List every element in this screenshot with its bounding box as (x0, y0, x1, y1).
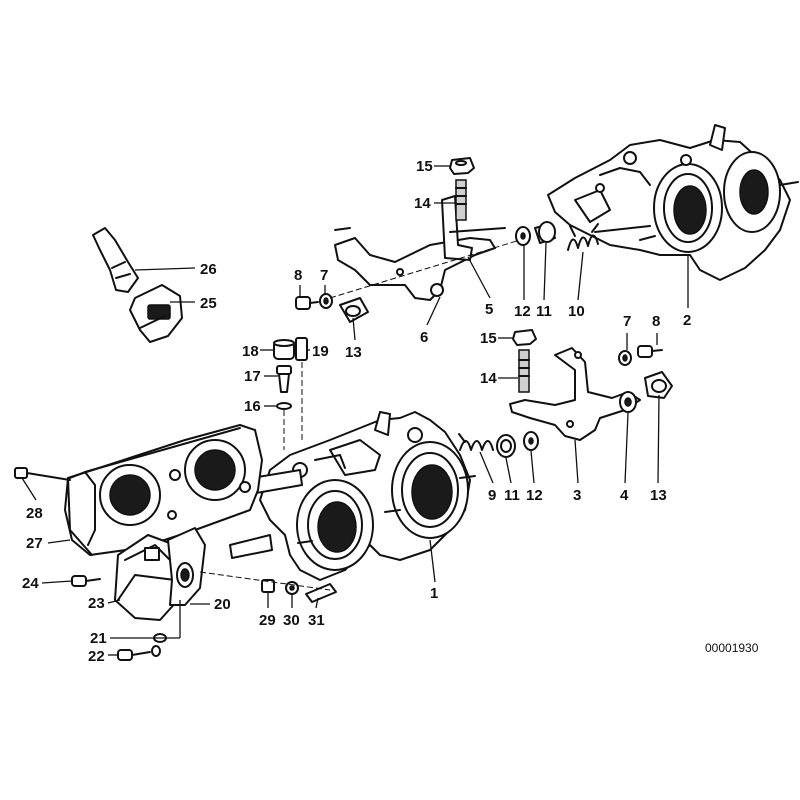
callout-4: 4 (620, 487, 629, 504)
diagram-code: 00001930 (705, 641, 759, 655)
callout-11: 11 (504, 487, 520, 504)
nut-lower[interactable] (512, 329, 537, 346)
screw-upper[interactable] (295, 296, 319, 310)
intermediate-flange[interactable] (64, 424, 263, 556)
bushing-11-lower[interactable] (496, 434, 516, 458)
bushing-11-upper[interactable] (534, 221, 556, 244)
callout-27: 27 (26, 535, 43, 552)
callout-15: 15 (416, 158, 433, 175)
screw-22[interactable] (117, 645, 161, 661)
callout-28: 28 (26, 505, 43, 522)
callout-21: 21 (90, 630, 107, 647)
callout-14: 14 (414, 195, 431, 212)
washer-upper-left[interactable] (319, 293, 333, 309)
stud-lower[interactable] (518, 349, 530, 393)
callout-3: 3 (573, 487, 581, 504)
bushing-13-lower[interactable] (644, 371, 673, 399)
callout-26: 26 (200, 261, 217, 278)
callout-25: 25 (200, 295, 217, 312)
callout-17: 17 (244, 368, 261, 385)
callout-labels: 15 14 26 25 8 7 6 5 13 12 11 10 2 15 7 8… (22, 158, 691, 665)
callout-8: 8 (652, 313, 660, 330)
callout-12: 12 (514, 303, 531, 320)
throttle-housing-main[interactable] (229, 411, 476, 581)
mounting-plate-20[interactable] (167, 527, 206, 606)
callout-1: 1 (430, 585, 438, 602)
callout-5: 5 (485, 301, 493, 318)
callout-2: 2 (683, 312, 691, 329)
plug-connector[interactable] (129, 284, 183, 343)
washer-30[interactable] (285, 581, 299, 595)
callout-30: 30 (283, 612, 300, 629)
cap-18[interactable] (273, 339, 295, 360)
screw-lower[interactable] (637, 345, 663, 358)
callout-14: 14 (480, 370, 497, 387)
leader-lines (21, 165, 689, 656)
washer-lower-right[interactable] (618, 350, 632, 366)
callout-6: 6 (420, 329, 428, 346)
stud-upper[interactable] (455, 179, 467, 221)
nut-upper[interactable] (449, 157, 475, 175)
callout-16: 16 (244, 398, 261, 415)
callout-7: 7 (320, 267, 328, 284)
bolt-28[interactable] (14, 467, 71, 481)
callout-24: 24 (22, 575, 39, 592)
spring-9-lower[interactable] (458, 433, 494, 451)
callout-11: 11 (536, 303, 552, 320)
callout-13: 13 (345, 344, 362, 361)
throttle-body-upper[interactable] (547, 124, 799, 281)
screw-31[interactable] (305, 583, 337, 603)
callout-9: 9 (488, 487, 496, 504)
callout-15: 15 (480, 330, 497, 347)
callout-22: 22 (88, 648, 105, 665)
callout-13: 13 (650, 487, 667, 504)
spring-10-upper[interactable] (567, 223, 599, 251)
callout-19: 19 (312, 343, 329, 360)
callout-12: 12 (526, 487, 543, 504)
adjusting-screw-17[interactable] (276, 365, 292, 393)
callout-10: 10 (568, 303, 585, 320)
screw-24[interactable] (71, 575, 101, 587)
callout-8: 8 (294, 267, 302, 284)
bushing-upper-13[interactable] (339, 297, 369, 323)
o-ring-16[interactable] (276, 402, 292, 410)
throttle-lever-lower[interactable] (509, 347, 641, 441)
callout-29: 29 (259, 612, 276, 629)
washer-12-upper[interactable] (515, 226, 531, 246)
throttle-switch[interactable] (114, 534, 186, 621)
connector-boot[interactable] (92, 227, 139, 293)
callout-23: 23 (88, 595, 105, 612)
callout-18: 18 (242, 343, 259, 360)
washer-12-lower[interactable] (523, 431, 539, 451)
sleeve-19[interactable] (295, 337, 308, 361)
callout-7: 7 (623, 313, 631, 330)
callout-20: 20 (214, 596, 231, 613)
callout-31: 31 (308, 612, 325, 629)
